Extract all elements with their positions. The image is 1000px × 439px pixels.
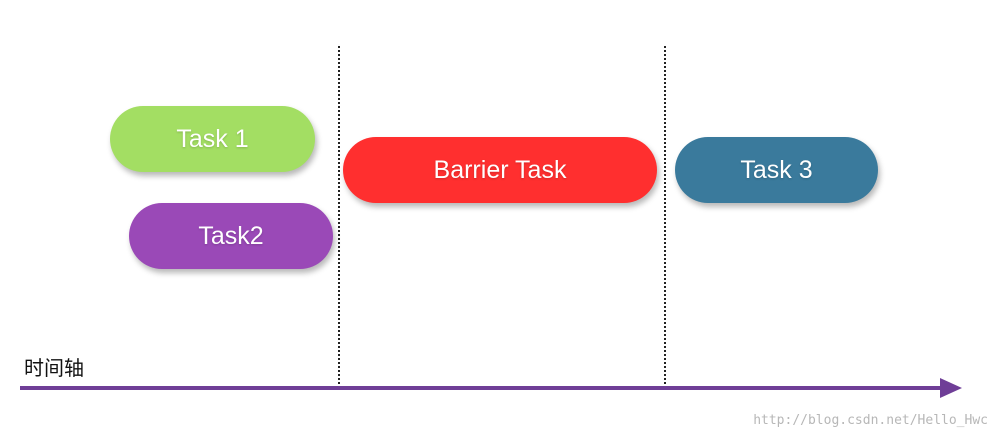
phase-divider-1 (338, 46, 340, 388)
task-3-pill: Task 3 (675, 137, 878, 203)
phase-divider-2 (664, 46, 666, 388)
barrier-task-pill: Barrier Task (343, 137, 657, 203)
timeline-label: 时间轴 (24, 356, 84, 380)
timeline-arrow (20, 378, 962, 398)
task-2-pill: Task2 (129, 203, 333, 269)
timeline-arrowhead-icon (940, 378, 962, 398)
task-1-pill: Task 1 (110, 106, 315, 172)
watermark-url: http://blog.csdn.net/Hello_Hwc (753, 413, 988, 428)
